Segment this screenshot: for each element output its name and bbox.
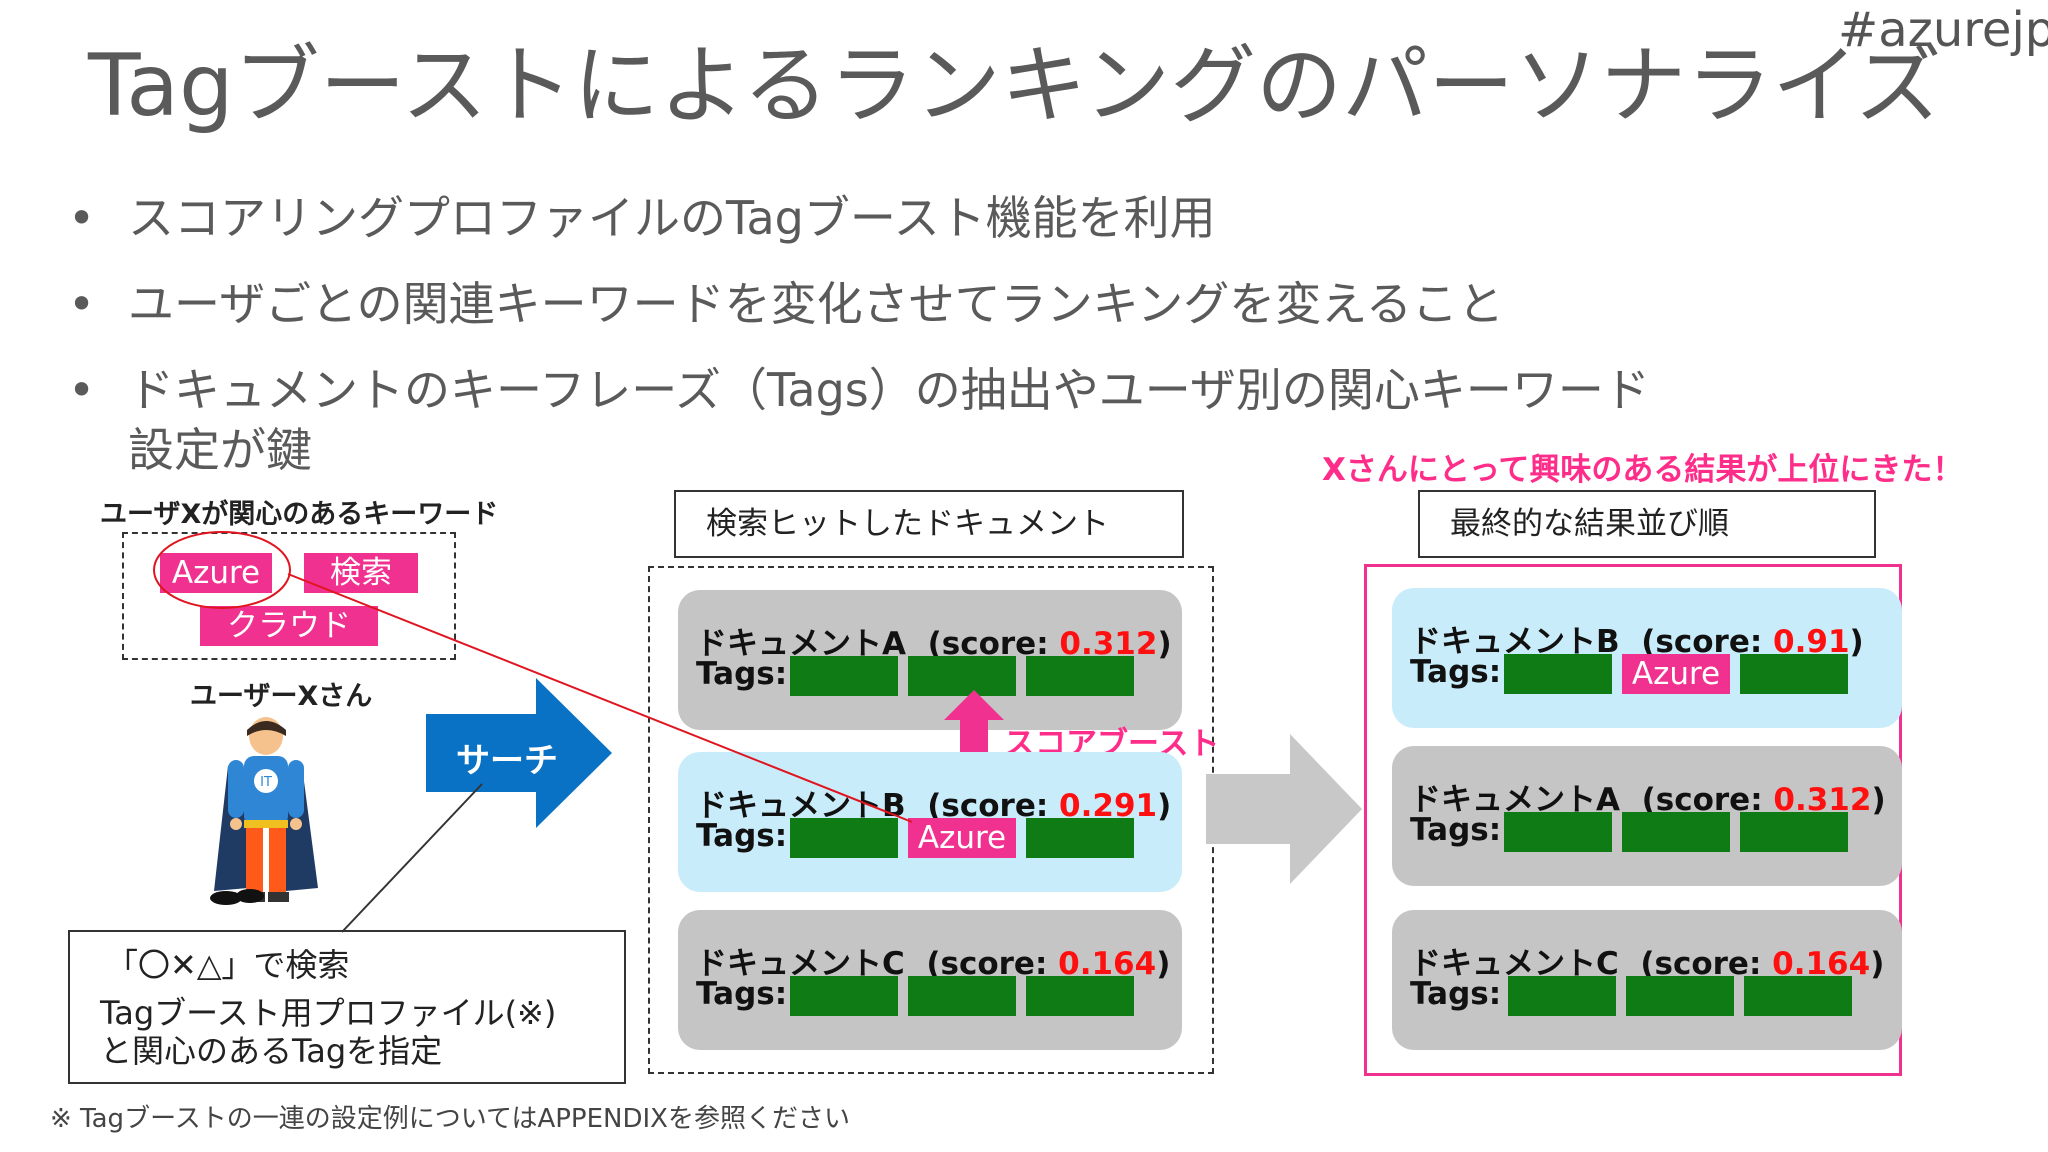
search-arrow-label: サーチ (456, 741, 558, 781)
tag-block (908, 656, 1016, 696)
tag-block (790, 818, 898, 858)
shoes-icon (210, 889, 264, 905)
score-boost-arrow-icon (944, 690, 1004, 766)
search-doc-c: ドキュメントC (score: 0.164) Tags: (678, 910, 1182, 1050)
tag-block (1026, 976, 1134, 1016)
search-results-header: 検索ヒットしたドキュメント (674, 490, 1184, 558)
tag-block (1622, 812, 1730, 852)
tag-block (790, 656, 898, 696)
bullet-list: •スコアリングプロファイルのTagブースト機能を利用 •ユーザごとの関連キーワー… (60, 188, 1960, 506)
bullet-dot: • (68, 191, 96, 245)
slide-title: Tagブーストによるランキングのパーソナライズ (88, 36, 1942, 136)
user-name: ユーザーXさん (190, 681, 373, 712)
final-doc-c: ドキュメントC (score: 0.164) Tags: (1392, 910, 1902, 1050)
tag-block-azure: Azure (1622, 654, 1730, 694)
bullet-item: •スコアリングプロファイルのTagブースト機能を利用 (60, 188, 1960, 248)
note-line-query: 「〇✕△」で検索 (106, 946, 350, 984)
search-note-box: 「〇✕△」で検索 Tagブースト用プロファイル(※) と関心のあるTagを指定 (68, 930, 626, 1084)
user-keyword-label: ユーザXが関心のあるキーワード (100, 499, 499, 530)
tag-block (1740, 812, 1848, 852)
bullet-item: •ドキュメントのキーフレーズ（Tags）の抽出やユーザ別の関心キーワード設定が鍵 (60, 360, 1960, 480)
final-doc-a: ドキュメントA (score: 0.312) Tags: (1392, 746, 1902, 886)
tag-block (1504, 812, 1612, 852)
tag-block (1026, 818, 1134, 858)
search-doc-b: ドキュメントB (score: 0.291) Tags: Azure (678, 752, 1182, 892)
keyword-tag-azure: Azure (160, 553, 272, 593)
tag-block (1626, 976, 1734, 1016)
tag-block (1740, 654, 1848, 694)
bullet-dot: • (68, 363, 96, 417)
svg-text:IT: IT (260, 775, 272, 790)
keyword-tag-search: 検索 (304, 553, 418, 593)
hashtag: #azurejp (1838, 2, 2048, 58)
tag-block-azure: Azure (908, 818, 1016, 858)
tag-block (1026, 656, 1134, 696)
tag-block (1504, 654, 1612, 694)
note-line-profile: Tagブースト用プロファイル(※) (100, 994, 557, 1032)
superhero-user-icon: IT (214, 717, 318, 902)
final-doc-b: ドキュメントB (score: 0.91) Tags: Azure (1392, 588, 1902, 728)
search-doc-a: ドキュメントA (score: 0.312) Tags: (678, 590, 1182, 730)
tag-block (790, 976, 898, 1016)
highlight-message: Xさんにとって興味のある結果が上位にきた！ (1322, 452, 1964, 488)
footnote: ※ Tagブーストの一連の設定例についてはAPPENDIXを参照ください (50, 1104, 850, 1134)
bullet-dot: • (68, 277, 96, 331)
tag-block (1508, 976, 1616, 1016)
keyword-tag-cloud: クラウド (200, 606, 378, 646)
bullet-item: •ユーザごとの関連キーワードを変化させてランキングを変えること (60, 274, 1960, 334)
note-line-tags: と関心のあるTagを指定 (100, 1032, 443, 1070)
final-results-header: 最終的な結果並び順 (1418, 490, 1876, 558)
tag-block (908, 976, 1016, 1016)
tag-block (1744, 976, 1852, 1016)
result-arrow-icon (1206, 734, 1362, 884)
